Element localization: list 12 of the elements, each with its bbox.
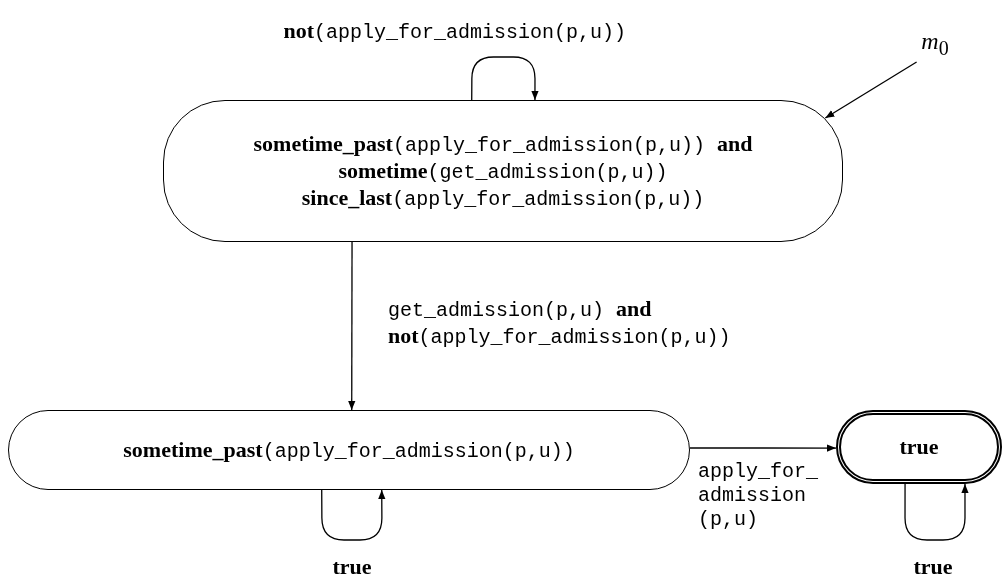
self-loop-arrow [904, 483, 969, 541]
state-text: true [899, 434, 939, 460]
state-text: sometime_past(apply_for_admission(p,u)) [123, 436, 575, 464]
final-state-box [836, 410, 1002, 484]
self-loop-arrow [321, 489, 386, 541]
transition-arrow [689, 444, 837, 452]
transition-arrow [348, 241, 356, 411]
transition-arrow [824, 61, 918, 119]
marker-label: m$_{0}$ [921, 28, 949, 60]
state-text: sometime_past(apply_for_admission(p,u)) and sometime(get_admission(p,u)) since_last(apply_for_admission(p,u)) [252, 130, 754, 212]
state-box [163, 100, 843, 242]
self-loop-arrow [471, 56, 539, 101]
